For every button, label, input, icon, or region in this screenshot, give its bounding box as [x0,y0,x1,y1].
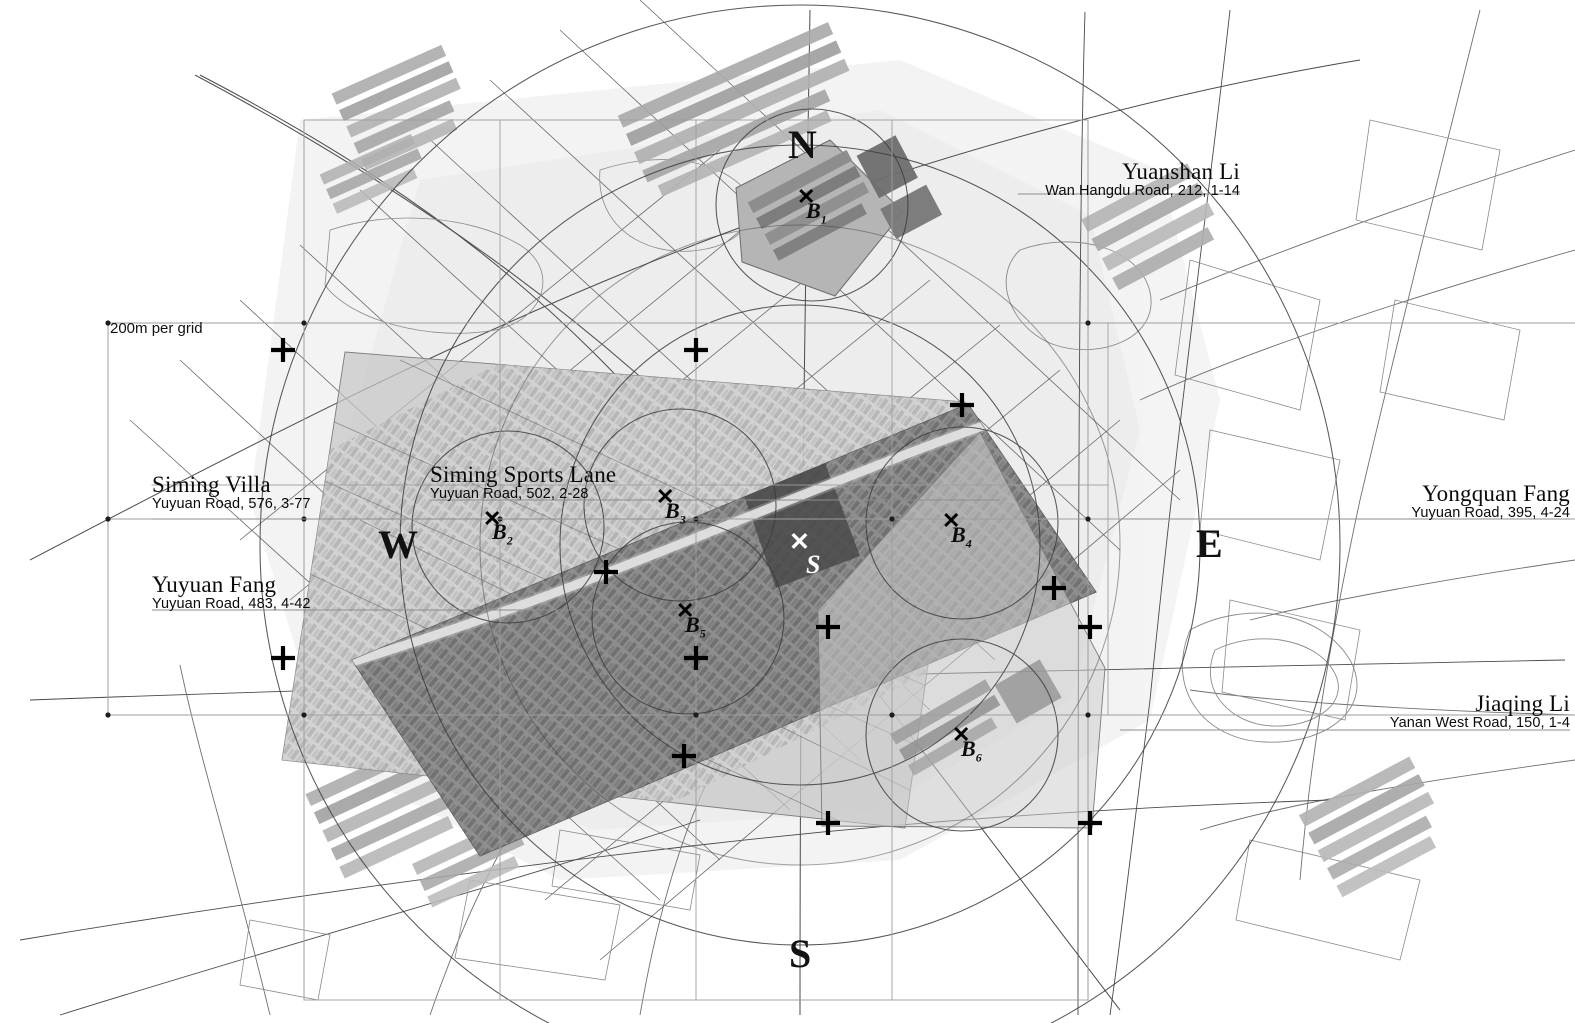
place-name: Yuanshan Li [1122,159,1240,184]
compass-west: W [378,522,418,567]
block-marker-b5: B5 [685,612,706,641]
place-address: Wan Hangdu Road, 212, 1-14 [1045,183,1240,199]
place-label-yuyuan-fang: Yuyuan Fang Yuyuan Road, 483, 4-42 [152,573,482,612]
place-name: Siming Sports Lane [430,462,617,487]
scale-note: 200m per grid [110,320,203,337]
center-marker-label: S [806,550,821,579]
compass-north: N [788,122,817,167]
place-name: Jiaqing Li [1475,691,1570,716]
place-label-siming-villa: Siming Villa Yuyuan Road, 576, 3-77 [152,473,482,512]
block-marker-b4: B4 [951,522,972,551]
place-label-yongquan-fang: Yongquan Fang Yuyuan Road, 395, 4-24 [1230,482,1570,521]
x-marker-center: ✕ [789,528,810,556]
place-address: Yuyuan Road, 395, 4-24 [1411,505,1570,521]
place-address: Yanan West Road, 150, 1-4 [1389,715,1570,731]
place-label-jiaqing-li: Jiaqing Li Yanan West Road, 150, 1-4 [1230,692,1570,731]
x-marker-b2: ✕ [483,506,502,531]
block-marker-b3: B3 [665,498,686,527]
label-leader-lines [152,193,1570,731]
place-label-yuanshan-li: Yuanshan Li Wan Hangdu Road, 212, 1-14 [940,160,1240,199]
place-name: Siming Villa [152,472,271,497]
overlay-patch-b1 [735,135,943,297]
x-marker-b4: ✕ [942,508,961,533]
analysis-circles [259,4,1341,1023]
compass-east: E [1196,521,1223,566]
reference-grid [105,119,1575,1001]
place-address: Yuyuan Road, 502, 2-28 [430,486,589,502]
compass-south: S [789,931,812,976]
x-marker-b3: ✕ [656,484,675,509]
building-fabric [305,22,1437,908]
survey-cross-ticks [271,338,1102,835]
place-address: Yuyuan Road, 576, 3-77 [152,496,311,512]
overlay-quad-southeast [817,431,1106,829]
block-marker-b2: B2 [492,519,513,548]
x-marker-b6: ✕ [952,722,971,747]
grid-node-dots [105,320,1091,718]
place-address: Yuyuan Road, 483, 4-42 [152,596,311,612]
place-name: Yuyuan Fang [152,572,277,597]
place-name: Yongquan Fang [1422,481,1570,506]
block-marker-b6: B6 [961,736,982,765]
block-marker-b1: B1 [806,198,827,227]
x-marker-b5: ✕ [676,598,695,623]
place-label-siming-sports-lane: Siming Sports Lane Yuyuan Road, 502, 2-2… [430,463,770,502]
x-marker-b1: ✕ [797,184,816,209]
